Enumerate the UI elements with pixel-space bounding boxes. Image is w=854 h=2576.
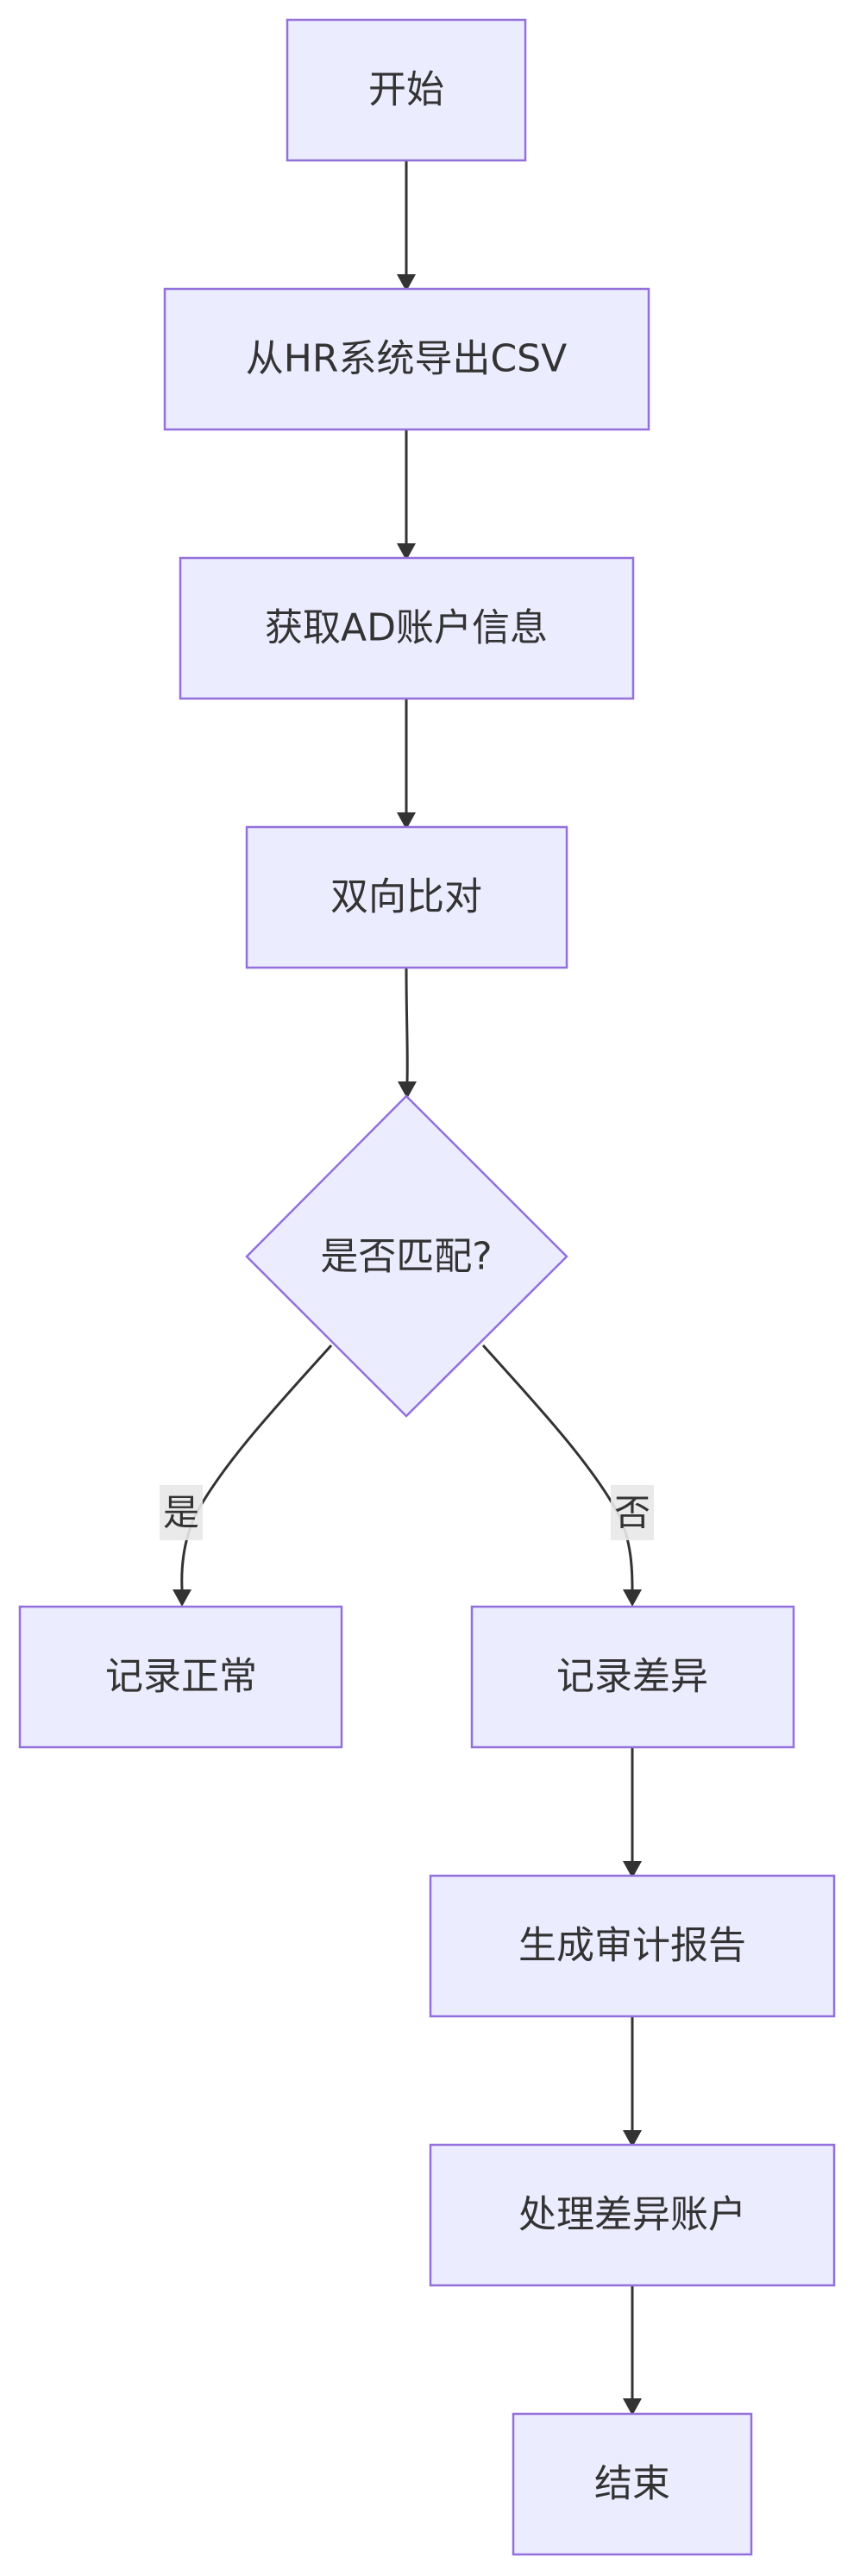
arrow-compare-to-decision xyxy=(398,1081,417,1099)
node-start-label: 开始 xyxy=(368,68,444,112)
edge-label-yes: 是 xyxy=(160,1485,203,1540)
node-record-normal: 记录正常 xyxy=(18,1605,343,1749)
edges xyxy=(173,160,642,2416)
arrow-start-to-export xyxy=(397,274,416,291)
node-decision-label: 是否匹配? xyxy=(320,1235,492,1279)
node-handle-diff: 处理差异账户 xyxy=(429,2143,836,2287)
edge-label-no: 否 xyxy=(611,1485,654,1540)
node-gen-report: 生成审计报告 xyxy=(429,1874,836,2018)
edge-compare-to-decision xyxy=(405,967,409,1082)
node-start: 开始 xyxy=(286,18,527,162)
node-record-diff-label: 记录差异 xyxy=(556,1655,708,1699)
edge-decision-to-normal xyxy=(180,1344,333,1590)
node-end-label: 结束 xyxy=(594,2462,670,2506)
node-end: 结束 xyxy=(512,2412,753,2556)
node-export-csv-label: 从HR系统导出CSV xyxy=(246,337,567,381)
node-get-ad-label: 获取AD账户信息 xyxy=(265,606,548,650)
arrow-export-to-getad xyxy=(397,543,416,561)
node-gen-report-label: 生成审计报告 xyxy=(518,1924,746,1968)
edge-label-no-text: 否 xyxy=(614,1492,650,1534)
node-compare: 双向比对 xyxy=(245,825,568,969)
node-compare-label: 双向比对 xyxy=(330,875,482,919)
node-record-diff: 记录差异 xyxy=(470,1605,795,1749)
node-handle-diff-label: 处理差异账户 xyxy=(518,2193,746,2237)
node-decision: 是否匹配? xyxy=(245,1094,568,1418)
arrow-getad-to-compare xyxy=(397,812,416,830)
node-record-normal-label: 记录正常 xyxy=(105,1655,257,1699)
node-get-ad: 获取AD账户信息 xyxy=(179,556,635,700)
edge-label-yes-text: 是 xyxy=(163,1492,199,1534)
arrow-diff-to-report xyxy=(623,1861,642,1878)
arrow-decision-to-diff xyxy=(623,1589,642,1607)
arrow-handle-to-end xyxy=(623,2398,642,2416)
arrow-decision-to-normal xyxy=(173,1589,192,1607)
edge-decision-to-diff xyxy=(481,1344,634,1590)
arrow-report-to-handle xyxy=(623,2130,642,2147)
node-export-csv: 从HR系统导出CSV xyxy=(163,287,650,431)
